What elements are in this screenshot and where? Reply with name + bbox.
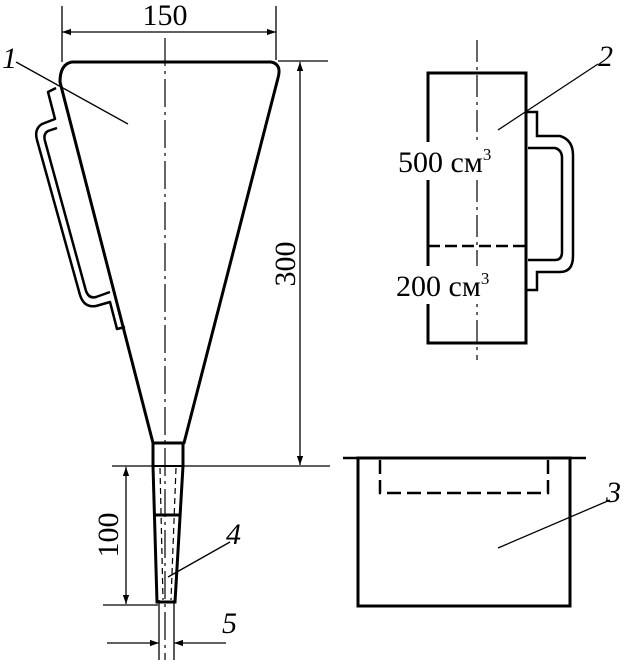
leader-line-4 bbox=[167, 541, 231, 578]
part-callouts bbox=[15, 61, 611, 578]
funnel bbox=[34, 38, 281, 660]
receiving-vessel bbox=[343, 456, 586, 608]
volume-mark-500: 500 см3 bbox=[398, 145, 491, 179]
dimension-top-width bbox=[61, 6, 277, 62]
part-label-3: 3 bbox=[605, 476, 621, 509]
dimension-label-5: 5 bbox=[222, 607, 237, 640]
funnel-handle bbox=[34, 86, 126, 331]
dimension-label-100: 100 bbox=[92, 513, 125, 558]
spout-outline bbox=[151, 443, 185, 604]
funnel-handle-inner bbox=[43, 126, 111, 299]
spout-inner-right bbox=[170, 467, 177, 601]
part-label-1: 1 bbox=[2, 42, 17, 75]
cup-handle-inner bbox=[528, 146, 564, 262]
vessel-body bbox=[356, 456, 572, 608]
leader-line-2 bbox=[497, 63, 599, 131]
dimension-cone-height bbox=[112, 60, 330, 467]
leader-line-3 bbox=[497, 499, 611, 549]
volume-label-500-backdrop bbox=[394, 142, 520, 180]
vessel-inner-tray bbox=[378, 460, 550, 495]
dimension-spout-length bbox=[103, 467, 158, 606]
part-label-2: 2 bbox=[598, 40, 613, 73]
dimension-label-150: 150 bbox=[143, 0, 188, 32]
cup-body bbox=[426, 71, 528, 345]
leader-line-1 bbox=[15, 61, 129, 125]
cup-handle bbox=[526, 110, 575, 292]
funnel-cone-outline bbox=[58, 60, 281, 445]
volume-mark-200: 200 см3 bbox=[396, 269, 489, 303]
dimension-outlet-diameter bbox=[107, 600, 226, 660]
dimension-label-300: 300 bbox=[269, 242, 302, 287]
spout-inner-left bbox=[159, 467, 164, 601]
spout bbox=[151, 443, 185, 604]
part-label-4: 4 bbox=[226, 518, 241, 551]
measuring-cup bbox=[426, 40, 575, 360]
volume-label-200-backdrop bbox=[394, 266, 520, 304]
